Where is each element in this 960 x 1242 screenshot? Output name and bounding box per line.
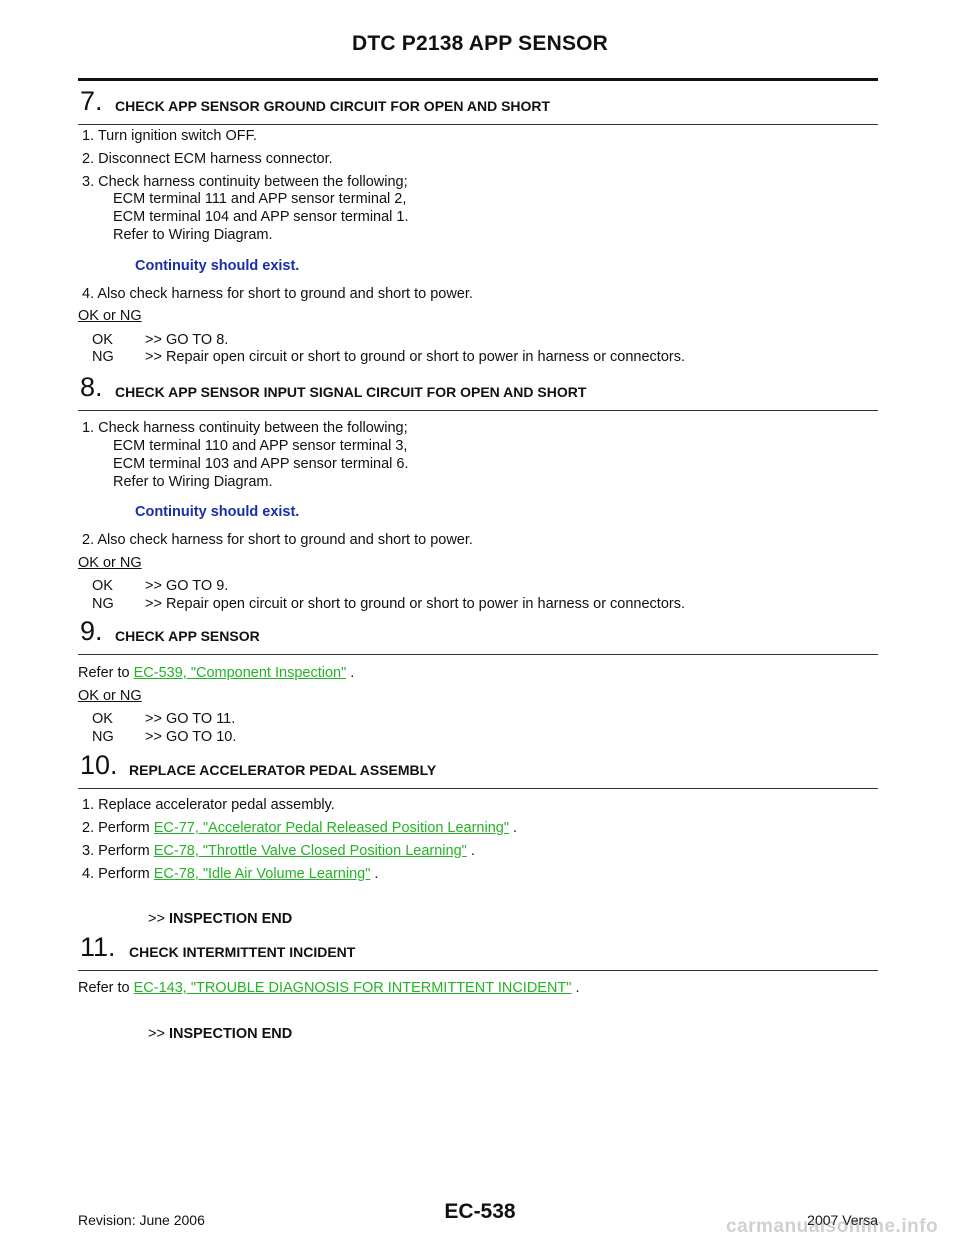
refer-line: Refer to EC-143, "TROUBLE DIAGNOSIS FOR …: [78, 980, 580, 996]
perform-prefix: 3. Perform: [82, 843, 154, 859]
instruction-item: 1. Turn ignition switch OFF.: [82, 128, 257, 144]
ng-action: >> Repair open circuit or short to groun…: [145, 596, 686, 612]
step-title: REPLACE ACCELERATOR PEDAL ASSEMBLY: [129, 762, 437, 778]
perform-prefix: 2. Perform: [82, 820, 154, 836]
step-title: CHECK APP SENSOR: [115, 628, 260, 644]
page-number: EC-538: [444, 1200, 516, 1223]
result-label: OK or NG: [78, 308, 142, 324]
model-year: 2007 Versa: [807, 1212, 878, 1228]
watermark: carmanualsonline.info: [726, 1216, 939, 1237]
instruction-subitem: Refer to Wiring Diagram.: [113, 227, 273, 243]
inspection-end: >> INSPECTION END: [148, 911, 292, 927]
ok-label: OK: [92, 711, 113, 727]
instruction-item: 2. Also check harness for short to groun…: [82, 532, 473, 548]
refer-line: Refer to EC-539, "Component Inspection" …: [78, 665, 354, 681]
refer-prefix: Refer to: [78, 980, 134, 996]
perform-prefix: 4. Perform: [82, 866, 154, 882]
title-rule: [78, 78, 878, 81]
throttle-valve-learning-link[interactable]: EC-78, "Throttle Valve Closed Position L…: [153, 843, 467, 859]
instruction-subitem: ECM terminal 104 and APP sensor terminal…: [113, 209, 409, 225]
ng-action: >> GO TO 10.: [145, 729, 237, 745]
step-number: 7.: [80, 86, 103, 116]
step-9-header: 9. CHECK APP SENSOR: [78, 616, 878, 656]
step-title: CHECK APP SENSOR GROUND CIRCUIT FOR OPEN…: [115, 98, 551, 114]
ok-label: OK: [92, 578, 113, 594]
end-arrow: >>: [148, 1026, 169, 1042]
result-label: OK or NG: [78, 688, 142, 704]
ng-label: NG: [92, 349, 114, 365]
instruction-item: 1. Check harness continuity between the …: [82, 420, 408, 436]
step-divider: [78, 970, 878, 971]
ng-action: >> Repair open circuit or short to groun…: [145, 349, 686, 365]
ok-action: >> GO TO 9.: [145, 578, 229, 594]
idle-air-volume-learning-link[interactable]: EC-78, "Idle Air Volume Learning": [153, 866, 371, 882]
end-label: INSPECTION END: [168, 1026, 293, 1042]
instruction-item: 2. Disconnect ECM harness connector.: [82, 151, 333, 167]
perform-suffix: .: [370, 866, 379, 882]
step-7-header: 7. CHECK APP SENSOR GROUND CIRCUIT FOR O…: [78, 86, 878, 126]
spec-text: Continuity should exist.: [135, 504, 300, 520]
step-divider: [78, 124, 878, 125]
end-arrow: >>: [148, 911, 169, 927]
ok-action: >> GO TO 11.: [145, 711, 236, 727]
step-10-header: 10. REPLACE ACCELERATOR PEDAL ASSEMBLY: [78, 750, 878, 790]
end-label: INSPECTION END: [168, 911, 293, 927]
perform-suffix: .: [509, 820, 518, 836]
ng-label: NG: [92, 729, 114, 745]
step-number: 10.: [80, 750, 118, 780]
ok-action: >> GO TO 8.: [145, 332, 229, 348]
accelerator-pedal-learning-link[interactable]: EC-77, "Accelerator Pedal Released Posit…: [153, 820, 509, 836]
inspection-end: >> INSPECTION END: [148, 1026, 292, 1042]
step-number: 8.: [80, 372, 103, 402]
intermittent-incident-link[interactable]: EC-143, "TROUBLE DIAGNOSIS FOR INTERMITT…: [133, 980, 572, 996]
instruction-subitem: ECM terminal 111 and APP sensor terminal…: [113, 191, 407, 207]
step-number: 11.: [80, 932, 116, 962]
component-inspection-link[interactable]: EC-539, "Component Inspection": [133, 665, 347, 681]
instruction-item: 1. Replace accelerator pedal assembly.: [82, 797, 335, 813]
ok-label: OK: [92, 332, 113, 348]
instruction-subitem: Refer to Wiring Diagram.: [113, 474, 273, 490]
step-divider: [78, 654, 878, 655]
spec-text: Continuity should exist.: [135, 258, 300, 274]
page-title: DTC P2138 APP SENSOR: [351, 32, 609, 55]
instruction-item: 2. Perform EC-77, "Accelerator Pedal Rel…: [82, 820, 517, 836]
refer-suffix: .: [346, 665, 355, 681]
revision-date: Revision: June 2006: [78, 1212, 205, 1228]
instruction-subitem: ECM terminal 103 and APP sensor terminal…: [113, 456, 409, 472]
instruction-item: 3. Perform EC-78, "Throttle Valve Closed…: [82, 843, 475, 859]
instruction-subitem: ECM terminal 110 and APP sensor terminal…: [113, 438, 408, 454]
step-divider: [78, 410, 878, 411]
step-divider: [78, 788, 878, 789]
ng-label: NG: [92, 596, 114, 612]
step-number: 9.: [80, 616, 103, 646]
step-title: CHECK INTERMITTENT INCIDENT: [129, 944, 356, 960]
step-8-header: 8. CHECK APP SENSOR INPUT SIGNAL CIRCUIT…: [78, 372, 878, 412]
instruction-item: 4. Also check harness for short to groun…: [82, 286, 473, 302]
instruction-item: 4. Perform EC-78, "Idle Air Volume Learn…: [82, 866, 378, 882]
perform-suffix: .: [466, 843, 475, 859]
step-title: CHECK APP SENSOR INPUT SIGNAL CIRCUIT FO…: [115, 384, 587, 400]
refer-prefix: Refer to: [78, 665, 134, 681]
step-11-header: 11. CHECK INTERMITTENT INCIDENT: [78, 932, 878, 972]
instruction-item: 3. Check harness continuity between the …: [82, 174, 408, 190]
refer-suffix: .: [571, 980, 580, 996]
result-label: OK or NG: [78, 555, 142, 571]
